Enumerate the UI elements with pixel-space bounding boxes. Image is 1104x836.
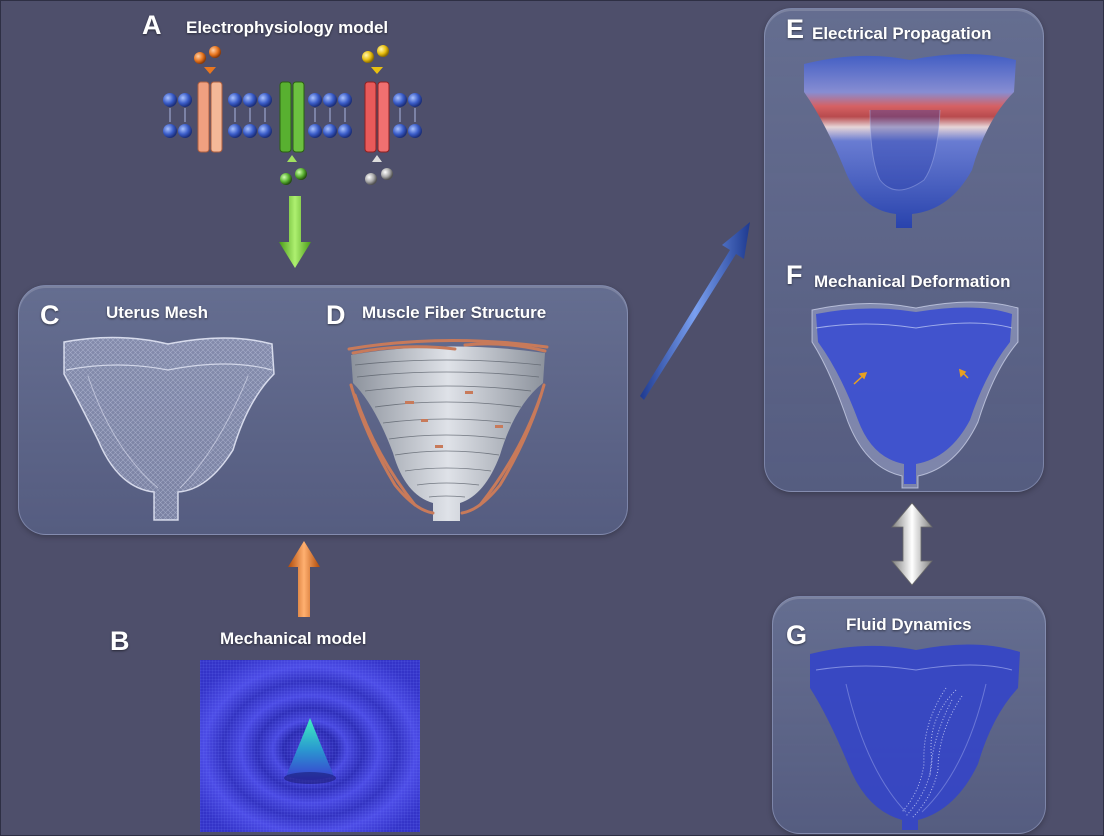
- orange-arrow-up-icon: [287, 541, 321, 619]
- ion-channel-red: [362, 45, 393, 185]
- label-letter-b: B: [110, 626, 130, 657]
- label-letter-a: A: [142, 10, 162, 41]
- ion-channel-green: [280, 82, 307, 185]
- gray-double-arrow-icon: [890, 503, 934, 585]
- electrical-propagation-illustration: [800, 50, 1022, 230]
- fluid-dynamics-illustration: [806, 640, 1024, 830]
- blue-arrow-diagonal-icon: [636, 218, 762, 402]
- ion-channel-orange: [194, 46, 222, 152]
- muscle-fiber-illustration: [345, 335, 550, 525]
- title-uterus-mesh: Uterus Mesh: [106, 303, 208, 323]
- label-letter-e: E: [786, 14, 804, 45]
- label-letter-g: G: [786, 620, 807, 651]
- title-mechanical-model: Mechanical model: [220, 629, 366, 649]
- title-fluid-dynamics: Fluid Dynamics: [846, 615, 972, 635]
- mechanical-model-surface-plot: [200, 658, 420, 834]
- label-letter-c: C: [40, 300, 60, 331]
- green-arrow-down-icon: [278, 196, 312, 270]
- title-electrical-propagation: Electrical Propagation: [812, 24, 992, 44]
- title-mechanical-deformation: Mechanical Deformation: [814, 272, 1011, 292]
- label-letter-f: F: [786, 260, 803, 291]
- ion-channel-membrane-illustration: [160, 40, 430, 190]
- uterus-mesh-illustration: [58, 330, 280, 530]
- title-muscle-fiber-structure: Muscle Fiber Structure: [362, 303, 546, 323]
- mechanical-deformation-illustration: [806, 298, 1024, 488]
- title-electrophysiology-model: Electrophysiology model: [186, 18, 388, 38]
- label-letter-d: D: [326, 300, 346, 331]
